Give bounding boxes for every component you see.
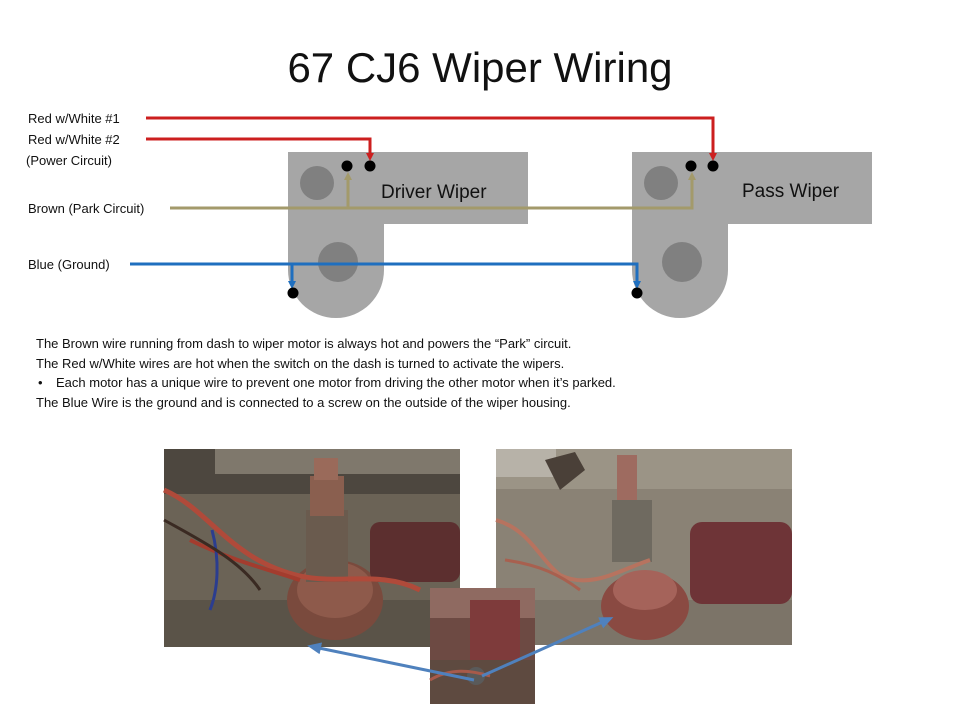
callout-arrow-left — [307, 642, 475, 682]
driver-park-terminal — [341, 160, 353, 172]
note-line-2: The Red w/White wires are hot when the s… — [36, 355, 565, 371]
wire-label-red-1: Red w/White #1 — [28, 111, 120, 126]
wire-label-brown: Brown (Park Circuit) — [28, 201, 145, 216]
red-wire-2 — [146, 137, 374, 161]
driver-ground-terminal — [287, 287, 299, 299]
note-bullet-item: • Each motor has a unique wire to prevent… — [36, 373, 616, 393]
driver-wiper-label: Driver Wiper — [381, 182, 487, 203]
red-wire-1 — [146, 116, 717, 161]
wire-label-power-circuit: (Power Circuit) — [26, 153, 112, 168]
driver-wiper-motor — [288, 152, 528, 318]
bullet-icon: • — [38, 375, 43, 390]
driver-power-terminal — [364, 160, 376, 172]
pass-wiper-label: Pass Wiper — [742, 181, 840, 202]
brown-wire — [170, 172, 696, 210]
pass-park-terminal — [685, 160, 697, 172]
callout-arrow-right — [481, 617, 614, 678]
wire-label-red-2: Red w/White #2 — [28, 132, 120, 147]
photo-ground-screw-closeup — [429, 588, 535, 704]
pass-power-terminal — [707, 160, 719, 172]
pass-motor-circle-bottom — [662, 242, 702, 282]
note-line-1: The Brown wire running from dash to wipe… — [36, 336, 572, 351]
blue-wire — [130, 262, 641, 289]
photo-pass-motor — [495, 449, 792, 645]
note-line-3: Each motor has a unique wire to prevent … — [56, 375, 616, 390]
driver-motor-circle-bottom — [318, 242, 358, 282]
photo-driver-motor — [163, 449, 460, 647]
driver-motor-circle-top — [300, 166, 334, 200]
wire-label-blue: Blue (Ground) — [28, 257, 110, 272]
pass-motor-circle-top — [644, 166, 678, 200]
notes: The Brown wire running from dash to wipe… — [36, 334, 616, 412]
pass-wiper-motor — [632, 152, 872, 318]
pass-ground-terminal — [631, 287, 643, 299]
note-line-4: The Blue Wire is the ground and is conne… — [36, 394, 571, 410]
page-title: 67 CJ6 Wiper Wiring — [287, 44, 673, 91]
